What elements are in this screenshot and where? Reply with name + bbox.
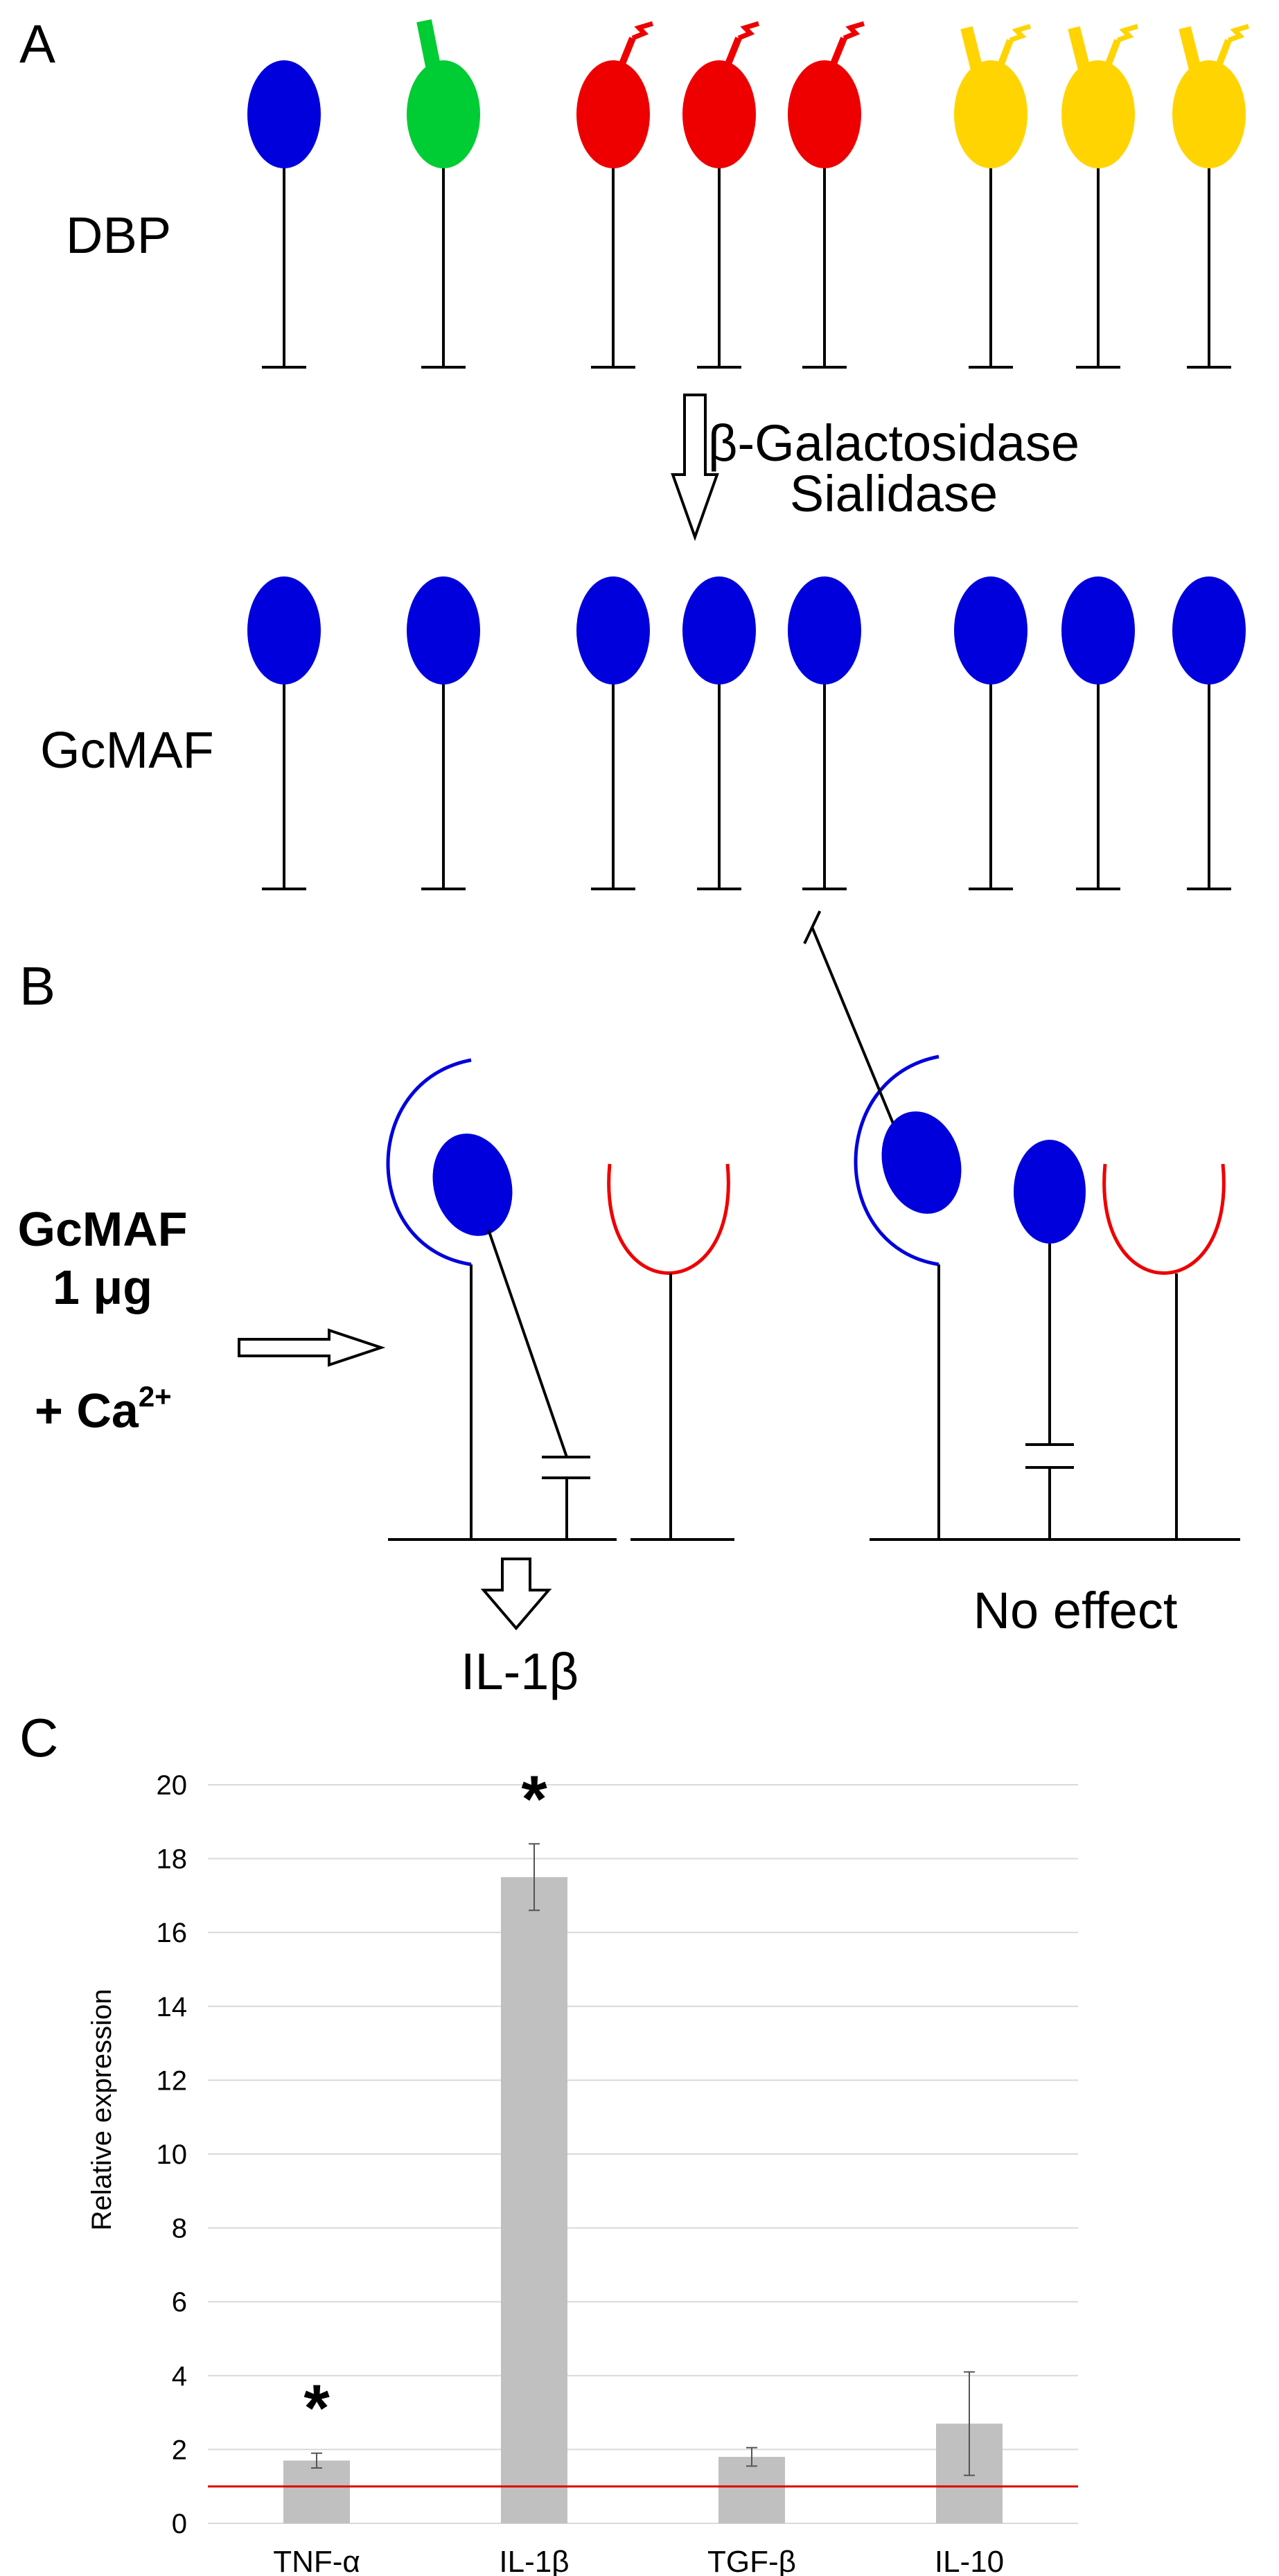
bar bbox=[501, 1877, 567, 2523]
panel-letter-a: A bbox=[19, 13, 55, 74]
treatment-label: GcMAF bbox=[18, 1202, 188, 1256]
left-membrane bbox=[386, 1058, 734, 1541]
bound-gcmaf bbox=[432, 1133, 513, 1236]
output-no-effect: No effect bbox=[973, 1582, 1178, 1639]
category-label: IL-10 bbox=[935, 2545, 1004, 2576]
gcmaf-molecule-4 bbox=[682, 576, 756, 890]
y-tick-label: 6 bbox=[172, 2287, 187, 2318]
dbp-molecule-red-3 bbox=[788, 21, 865, 369]
gcmaf-molecule-6 bbox=[954, 576, 1027, 890]
y-tick-label: 20 bbox=[157, 1770, 188, 1801]
dbp-molecule-red-2 bbox=[682, 21, 760, 369]
gcmaf-molecule-7 bbox=[1061, 576, 1135, 890]
dbp-molecule-yellow-2 bbox=[1061, 24, 1139, 369]
y-tick-label: 18 bbox=[157, 1844, 188, 1875]
y-tick-label: 10 bbox=[157, 2140, 188, 2170]
significance-marker: * bbox=[303, 2372, 330, 2446]
bar bbox=[718, 2457, 785, 2523]
chart-grid bbox=[208, 1784, 1078, 2524]
gcmaf-molecule-1 bbox=[247, 576, 321, 890]
y-tick-label: 4 bbox=[172, 2361, 187, 2392]
gcmaf-molecule-5 bbox=[788, 576, 861, 890]
chart-yticks: 0 2 4 6 8 10 12 14 16 18 20 bbox=[157, 1770, 188, 2539]
output-arrow bbox=[480, 1558, 552, 1631]
dbp-molecule-red-1 bbox=[576, 21, 654, 369]
conversion-arrow bbox=[671, 394, 719, 541]
dbp-label: DBP bbox=[66, 206, 171, 264]
right-membrane bbox=[803, 910, 1240, 1541]
panel-letter-c: C bbox=[19, 1707, 58, 1768]
panel-letter-b: B bbox=[19, 955, 55, 1016]
enzyme-sialidase: Sialidase bbox=[790, 465, 998, 522]
gcmaf-label: GcMAF bbox=[40, 721, 214, 779]
enzyme-galactosidase: β-Galactosidase bbox=[708, 414, 1079, 472]
chart-ylabel: Relative expression bbox=[87, 1988, 117, 2230]
bar bbox=[283, 2460, 350, 2523]
y-tick-label: 8 bbox=[172, 2214, 187, 2244]
category-label: TNF-α bbox=[273, 2545, 360, 2576]
y-tick-label: 2 bbox=[172, 2435, 187, 2465]
gcmaf-molecule-2 bbox=[407, 576, 480, 890]
calcium-label: + Ca2+ bbox=[35, 1380, 172, 1438]
bound-gcmaf-inhibited bbox=[881, 1111, 962, 1214]
dbp-row bbox=[247, 19, 1250, 369]
free-gcmaf bbox=[1014, 1140, 1086, 1244]
y-tick-label: 16 bbox=[157, 1918, 188, 1948]
dbp-molecule-gc1f bbox=[407, 19, 480, 369]
chart-categories: TNF-α IL-1β TGF-β IL-10 bbox=[273, 2545, 1004, 2576]
treatment-dose: 1 μg bbox=[53, 1260, 152, 1314]
y-tick-label: 12 bbox=[157, 2065, 188, 2096]
y-tick-label: 0 bbox=[172, 2509, 187, 2539]
dbp-molecule-yellow-3 bbox=[1172, 24, 1250, 369]
category-label: TGF-β bbox=[707, 2545, 796, 2576]
gcmaf-row bbox=[247, 576, 1246, 890]
y-tick-label: 14 bbox=[157, 1992, 188, 2022]
gcmaf-molecule-8 bbox=[1172, 576, 1246, 890]
treatment-arrow bbox=[238, 1328, 386, 1367]
category-label: IL-1β bbox=[499, 2545, 569, 2576]
significance-marker: * bbox=[521, 1762, 547, 1836]
dbp-molecule-unglycosylated bbox=[247, 60, 321, 369]
chart-bars: ** bbox=[283, 1762, 1003, 2523]
gcmaf-molecule-3 bbox=[576, 576, 650, 890]
dbp-molecule-yellow-1 bbox=[954, 24, 1032, 369]
output-il1b: IL-1β bbox=[461, 1643, 579, 1700]
